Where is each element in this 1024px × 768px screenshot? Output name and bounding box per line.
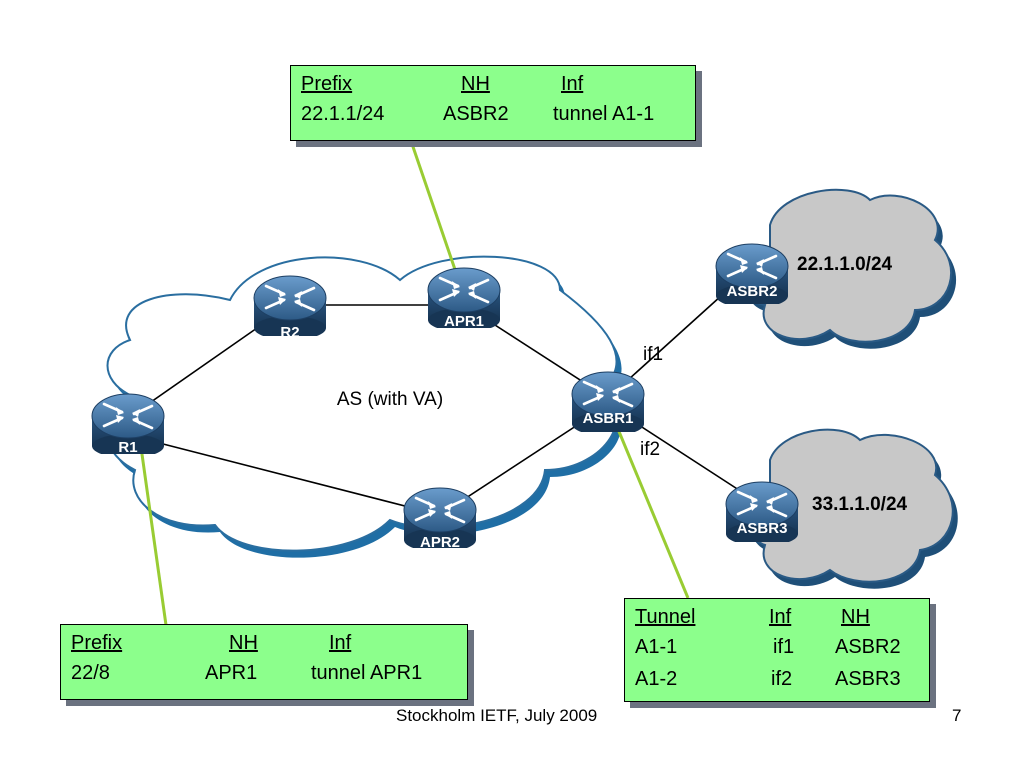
router-r2[interactable]: R2 <box>252 274 328 341</box>
router-asbr2[interactable]: ASBR2 <box>714 242 790 308</box>
cloud-bottom <box>743 428 958 589</box>
link-r1-apr2 <box>127 434 441 516</box>
router-asbr3[interactable]: ASBR3 <box>724 480 800 546</box>
cell-prefix: 22.1.1/24 <box>301 103 385 125</box>
page-number: 7 <box>952 706 962 725</box>
header-prefix: Prefix <box>71 632 123 654</box>
as-cloud <box>105 255 622 558</box>
tunnel-table-asbr1: Tunnel Inf NH A1-1 if1 ASBR2 A1-2 if2 AS… <box>624 598 930 702</box>
cell-inf: tunnel A1-1 <box>553 103 655 125</box>
as-label: AS (with VA) <box>337 389 443 410</box>
cell-nh: ASBR2 <box>835 636 901 658</box>
cell-nh: ASBR3 <box>835 668 901 690</box>
router-r1[interactable]: R1 <box>90 392 166 458</box>
header-prefix: Prefix <box>301 73 353 95</box>
cell-tunnel: A1-2 <box>635 668 678 690</box>
header-nh: NH <box>841 606 870 628</box>
router-apr2[interactable]: APR2 <box>402 486 478 552</box>
callouts <box>138 137 690 626</box>
routing-table-r1: Prefix NH Inf 22/8 APR1 tunnel APR1 <box>60 624 468 700</box>
router-asbr3-label: ASBR3 <box>737 520 788 537</box>
cloud-top-prefix: 22.1.1.0/24 <box>797 254 893 275</box>
cell-inf: if1 <box>773 636 795 658</box>
cell-inf: if2 <box>771 668 793 690</box>
callout-r1 <box>138 439 168 626</box>
table-row: A1-1 if1 ASBR2 <box>625 633 929 661</box>
table-row: 22/8 APR1 tunnel APR1 <box>61 659 467 687</box>
cell-prefix: 22/8 <box>71 662 110 684</box>
cell-inf: tunnel APR1 <box>311 662 423 684</box>
callout-asbr1 <box>606 404 690 599</box>
router-r2-label: R2 <box>280 324 299 341</box>
callout-apr1 <box>408 137 464 291</box>
header-tunnel: Tunnel <box>635 606 696 628</box>
routing-table-apr1: Prefix NH Inf 22.1.1/24 ASBR2 tunnel A1-… <box>290 65 696 141</box>
cell-tunnel: A1-1 <box>635 636 678 658</box>
header-nh: NH <box>461 73 490 95</box>
cloud-top <box>741 188 957 349</box>
table-header: Prefix NH Inf <box>291 70 695 98</box>
table-header: Prefix NH Inf <box>61 629 467 657</box>
table-row: A1-2 if2 ASBR3 <box>625 665 929 693</box>
interface-if1-label: if1 <box>643 344 663 365</box>
router-asbr1-label: ASBR1 <box>583 410 634 427</box>
header-nh: NH <box>229 632 258 654</box>
cloud-bottom-prefix: 33.1.1.0/24 <box>812 494 908 515</box>
footer-text: Stockholm IETF, July 2009 <box>396 706 598 725</box>
table-header: Tunnel Inf NH <box>625 603 929 631</box>
header-inf: Inf <box>329 632 352 654</box>
router-r1-label: R1 <box>118 439 137 456</box>
router-asbr2-label: ASBR2 <box>727 283 778 300</box>
cell-nh: ASBR2 <box>443 103 509 125</box>
interface-if2-label: if2 <box>640 439 660 460</box>
header-inf: Inf <box>561 73 584 95</box>
router-apr1[interactable]: APR1 <box>426 266 502 332</box>
header-inf: Inf <box>769 606 792 628</box>
table-row: 22.1.1/24 ASBR2 tunnel A1-1 <box>291 100 695 128</box>
router-apr2-label: APR2 <box>420 534 460 551</box>
router-asbr1[interactable]: ASBR1 <box>570 370 646 436</box>
cell-nh: APR1 <box>205 662 258 684</box>
router-apr1-label: APR1 <box>444 313 484 330</box>
